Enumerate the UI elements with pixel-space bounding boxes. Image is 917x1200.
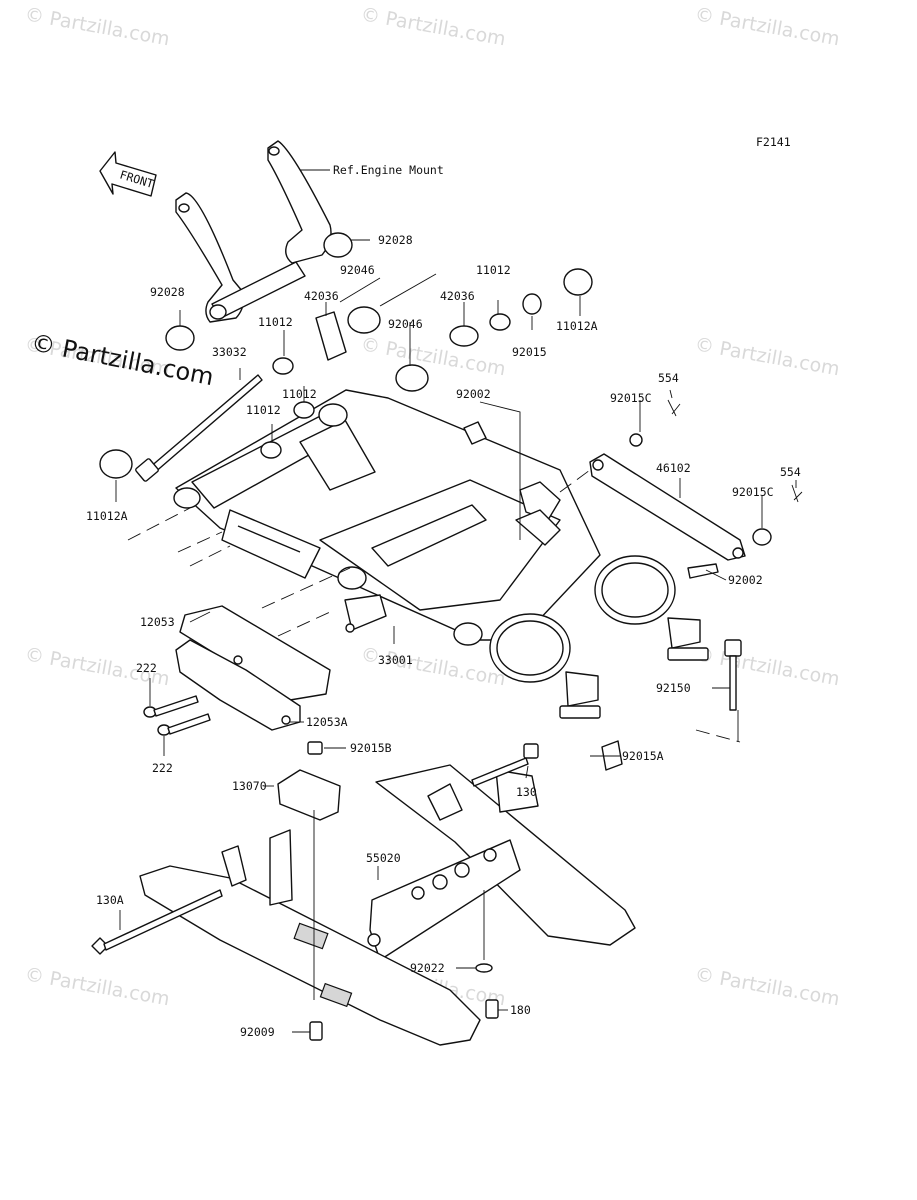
part-label-12053: 12053 <box>140 615 175 629</box>
engine-mount-bracket <box>175 140 332 323</box>
bolt-92150 <box>601 639 742 771</box>
part-label-92046-upper: 92046 <box>340 263 375 277</box>
watermark-text: © Partzilla.com <box>693 333 841 380</box>
part-label-55020: 55020 <box>366 851 401 865</box>
lower-chain-case <box>139 829 481 1046</box>
part-label-92015C-lower: 92015C <box>732 485 774 499</box>
watermark-text: © Partzilla.com <box>23 3 171 50</box>
part-label-92002-lower: 92002 <box>728 573 763 587</box>
part-label-222-lower: 222 <box>152 761 173 775</box>
part-label-12053A: 12053A <box>306 715 348 729</box>
chain-slider <box>175 605 331 731</box>
part-label-180: 180 <box>510 1003 531 1017</box>
part-label-13070: 13070 <box>232 779 267 793</box>
pivot-shaft <box>135 374 263 482</box>
watermark-text: © Partzilla.com <box>693 643 841 690</box>
part-label-92028-upper: 92028 <box>378 233 413 247</box>
part-label-11012A-lower: 11012A <box>86 509 128 523</box>
part-label-46102: 46102 <box>656 461 691 475</box>
part-label-554-lower: 554 <box>780 465 801 479</box>
part-label-11012-mid: 11012 <box>282 387 317 401</box>
watermark-text: © Partzilla.com <box>23 963 171 1010</box>
part-label-42036-left: 42036 <box>304 289 339 303</box>
torque-link <box>589 453 746 561</box>
leader-lines <box>115 169 797 1033</box>
part-label-11012A-upper: 11012A <box>556 319 598 333</box>
part-label-92015C-upper: 92015C <box>610 391 652 405</box>
part-label-92015: 92015 <box>512 345 547 359</box>
watermark-text: © Partzilla.com <box>693 963 841 1010</box>
part-label-33032: 33032 <box>212 345 247 359</box>
part-label-92002-upper: 92002 <box>456 387 491 401</box>
watermark-text: © Partzilla.com <box>693 3 841 50</box>
part-label-92028-left: 92028 <box>150 285 185 299</box>
part-label-11012-lower: 11012 <box>246 403 281 417</box>
chain-guard <box>367 764 636 961</box>
part-label-92150: 92150 <box>656 681 691 695</box>
watermark-text: © Partzilla.com <box>359 333 507 380</box>
part-label-92022: 92022 <box>410 961 445 975</box>
part-label-92015A: 92015A <box>622 749 664 763</box>
small-fasteners <box>91 695 539 1041</box>
watermark-text: © Partzilla.com <box>359 3 507 50</box>
front-arrow-icon: FRONT <box>99 151 157 197</box>
figure-code: F2141 <box>756 135 791 149</box>
part-label-11012-left: 11012 <box>258 315 293 329</box>
bushings-and-caps <box>99 232 803 579</box>
part-label-130A: 130A <box>96 893 124 907</box>
swingarm <box>173 389 601 646</box>
part-label-92015B: 92015B <box>350 741 392 755</box>
part-labels: 92028 92046 11012 42036 11012A 92015 920… <box>86 233 801 1039</box>
part-label-92009: 92009 <box>240 1025 275 1039</box>
part-label-92046-lower: 92046 <box>388 317 423 331</box>
part-label-33001: 33001 <box>378 653 413 667</box>
axle-clamp-rings <box>489 555 709 719</box>
part-label-42036-right: 42036 <box>440 289 475 303</box>
block-13070 <box>277 741 341 821</box>
part-label-11012-upper-right: 11012 <box>476 263 511 277</box>
part-label-554-upper: 554 <box>658 371 679 385</box>
reference-note: Ref.Engine Mount <box>333 163 444 177</box>
part-label-222-upper: 222 <box>136 661 157 675</box>
part-label-130: 130 <box>516 785 537 799</box>
